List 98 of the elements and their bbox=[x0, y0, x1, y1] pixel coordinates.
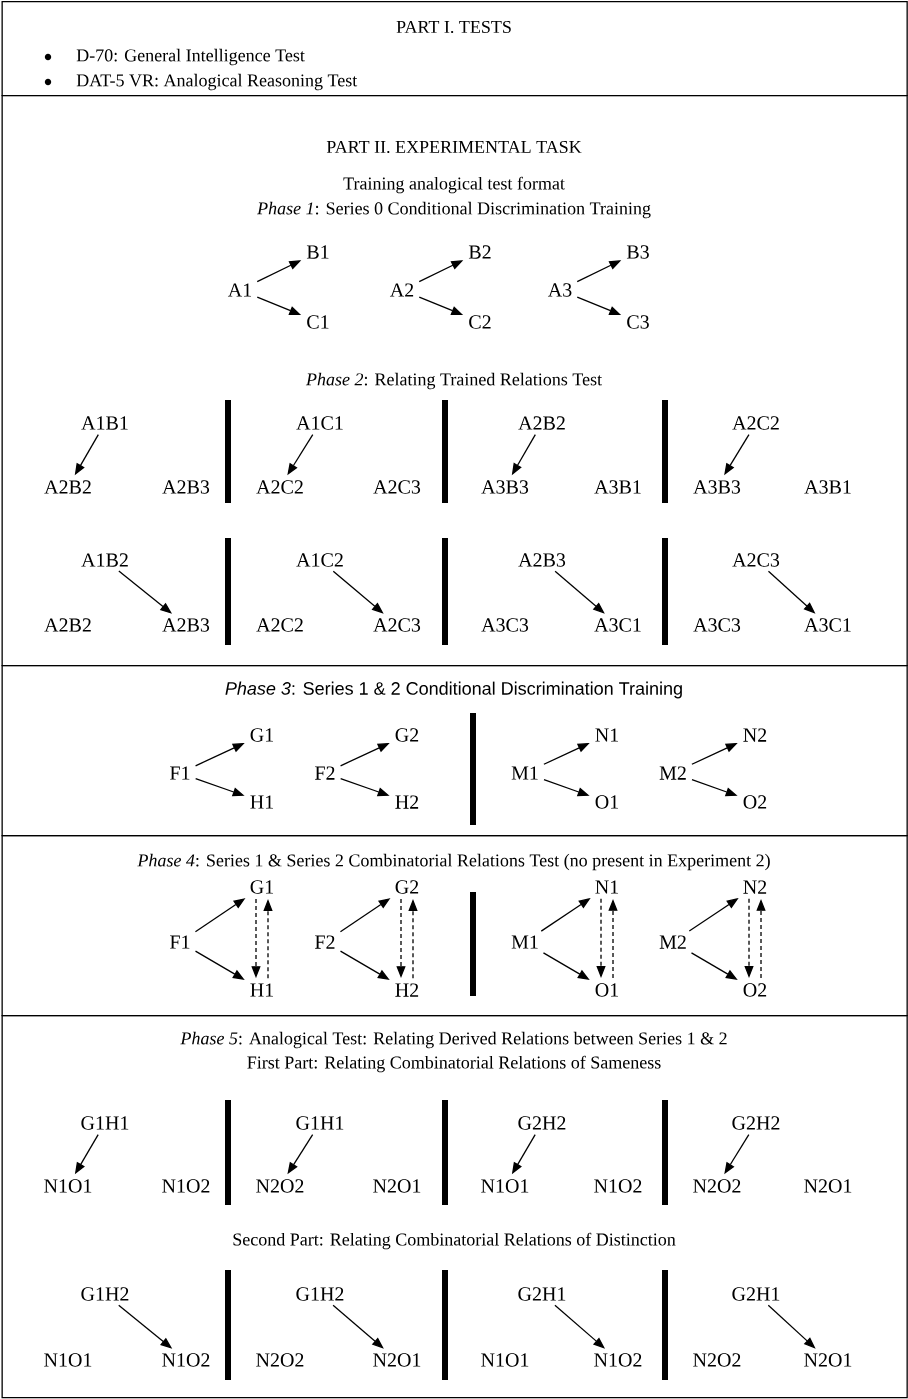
stimulus-label: A2B3 bbox=[162, 618, 210, 632]
stimulus-label: G2H1 bbox=[732, 1287, 780, 1301]
stimulus-label: M1 bbox=[511, 935, 538, 949]
stimulus-label: N1O1 bbox=[44, 1353, 92, 1367]
stimulus-label: H1 bbox=[250, 795, 273, 809]
panel bbox=[1, 1, 908, 97]
stimulus-label: O2 bbox=[743, 983, 767, 997]
stimulus-label: F2 bbox=[315, 935, 335, 949]
stimulus-label: A2B2 bbox=[44, 480, 91, 494]
stimulus-label: N2O2 bbox=[256, 1179, 304, 1193]
stimulus-label: A3C3 bbox=[693, 618, 741, 632]
stimulus-label: A1B1 bbox=[81, 416, 128, 430]
stimulus-label: G2H1 bbox=[518, 1287, 566, 1301]
stimulus-label: H2 bbox=[395, 983, 419, 997]
stimulus-label: G1H1 bbox=[296, 1116, 344, 1130]
stimulus-label: G1H2 bbox=[296, 1287, 344, 1301]
stimulus-label: A2B3 bbox=[518, 553, 566, 567]
stimulus-label: G1H1 bbox=[81, 1116, 129, 1130]
stimulus-label: O1 bbox=[595, 795, 618, 809]
stimulus-label: A3C1 bbox=[804, 618, 851, 632]
stimulus-label: A1 bbox=[227, 283, 251, 297]
panel-heading: Phase 3: Series 1 & 2 Conditional Discrimination Training bbox=[225, 681, 682, 699]
stimulus-label: A2C3 bbox=[373, 480, 421, 494]
stimulus-label: O2 bbox=[743, 795, 767, 809]
stimulus-label: A1C1 bbox=[296, 416, 343, 430]
stimulus-label: N1O1 bbox=[481, 1353, 529, 1367]
arrow bbox=[332, 1304, 384, 1349]
section-heading: Phase 2: Relating Trained Relations Test bbox=[305, 372, 602, 390]
stimulus-label: A3C3 bbox=[481, 618, 529, 632]
stimulus-label: N1O2 bbox=[594, 1179, 642, 1193]
stimulus-label: H1 bbox=[250, 983, 273, 997]
stimulus-label: N2O1 bbox=[373, 1353, 421, 1367]
section-heading: Phase 1: Series 0 Conditional Discrimination Training bbox=[257, 201, 651, 219]
bullet-item: DAT-5 VR: Analogical Reasoning Test bbox=[44, 73, 358, 91]
stimulus-label: A3B1 bbox=[804, 480, 851, 494]
stimulus-label: N1O2 bbox=[162, 1353, 210, 1367]
section-heading: Second Part: Relating Combinatorial Relations of Distinction bbox=[233, 1232, 676, 1250]
stimulus-label: N1 bbox=[595, 880, 618, 894]
panel-heading: Phase 4: Series 1 & Series 2 Combinatorial Relations Test (no present in Experiment 2) bbox=[137, 853, 770, 871]
stimulus-label: F2 bbox=[315, 766, 335, 780]
stimulus-label: A1C2 bbox=[296, 553, 343, 567]
stimulus-label: M2 bbox=[659, 935, 686, 949]
stimulus-label: N1O2 bbox=[162, 1179, 210, 1193]
stimulus-label: A2B2 bbox=[44, 618, 91, 632]
stimulus-label: C1 bbox=[307, 315, 329, 329]
stimulus-label: A2C3 bbox=[732, 553, 780, 567]
stimulus-label: A3B3 bbox=[481, 480, 529, 494]
bullet-item: D-70: General Intelligence Test bbox=[44, 48, 305, 66]
stimulus-label: A3B3 bbox=[693, 480, 741, 494]
stimulus-label: F1 bbox=[170, 935, 190, 949]
stimulus-label: A2B2 bbox=[518, 416, 565, 430]
stimulus-label: B1 bbox=[306, 245, 329, 259]
stimulus-label: F1 bbox=[170, 766, 190, 780]
stimulus-label: A3C1 bbox=[594, 618, 641, 632]
stimulus-label: N2O2 bbox=[256, 1353, 304, 1367]
section-heading: First Part: Relating Combinatorial Relations of Sameness bbox=[247, 1055, 661, 1073]
stimulus-label: C3 bbox=[627, 315, 649, 329]
stimulus-label: C2 bbox=[469, 315, 491, 329]
stimulus-label: H2 bbox=[395, 795, 419, 809]
stimulus-label: A2 bbox=[389, 283, 414, 297]
stimulus-label: A2C2 bbox=[256, 618, 303, 632]
stimulus-label: A3B1 bbox=[594, 480, 641, 494]
stimulus-label: G2 bbox=[395, 880, 419, 894]
stimulus-label: N1O1 bbox=[44, 1179, 92, 1193]
stimulus-label: G1 bbox=[250, 728, 273, 742]
stimulus-label: G1H2 bbox=[81, 1287, 129, 1301]
stimulus-label: N2O2 bbox=[693, 1353, 741, 1367]
stimulus-label: G2H2 bbox=[518, 1116, 566, 1130]
stimulus-label: A2B3 bbox=[162, 480, 210, 494]
stimulus-label: N2O1 bbox=[804, 1353, 852, 1367]
stimulus-label: N2O2 bbox=[693, 1179, 741, 1193]
stimulus-label: N1O1 bbox=[481, 1179, 529, 1193]
stimulus-label: B3 bbox=[626, 245, 649, 259]
panel-heading: Phase 5: Analogical Test: Relating Derived Relations between Series 1 & 2 bbox=[180, 1031, 727, 1049]
section-heading: Training analogical test format bbox=[343, 176, 565, 194]
stimulus-label: G1 bbox=[250, 880, 273, 894]
stimulus-label: M1 bbox=[511, 766, 538, 780]
stimulus-label: A2C3 bbox=[373, 618, 421, 632]
panel-heading: PART I. TESTS bbox=[396, 20, 511, 34]
stimulus-label: A1B2 bbox=[81, 553, 128, 567]
stimulus-label: N1 bbox=[595, 728, 618, 742]
stimulus-label: G2 bbox=[395, 728, 419, 742]
stimulus-label: A2C2 bbox=[732, 416, 779, 430]
arrow bbox=[554, 570, 605, 614]
stimulus-label: N1O2 bbox=[594, 1353, 642, 1367]
stimulus-label: N2 bbox=[743, 880, 767, 894]
stimulus-label: A2C2 bbox=[256, 480, 303, 494]
stimulus-label: N2O1 bbox=[373, 1179, 421, 1193]
stimulus-label: O1 bbox=[595, 983, 618, 997]
stimulus-label: G2H2 bbox=[732, 1116, 780, 1130]
stimulus-label: B2 bbox=[468, 245, 491, 259]
panel bbox=[1, 665, 908, 837]
stimulus-label: N2O1 bbox=[804, 1179, 852, 1193]
stimulus-label: N2 bbox=[743, 728, 767, 742]
panel bbox=[1, 835, 908, 1017]
stimulus-label: A3 bbox=[547, 283, 572, 297]
stimulus-label: M2 bbox=[659, 766, 686, 780]
panel-heading: PART II. EXPERIMENTAL TASK bbox=[326, 140, 582, 154]
